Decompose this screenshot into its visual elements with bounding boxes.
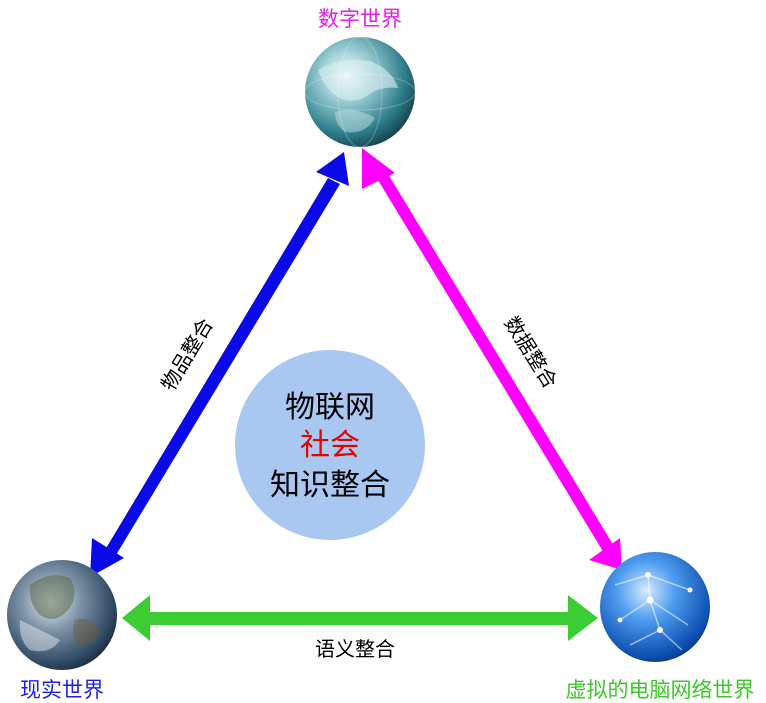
center-circle: [235, 350, 425, 540]
node-label-top: 数字世界: [318, 7, 402, 31]
arrow-head-bottom-left: [122, 595, 150, 641]
arrow-shaft-right: [378, 174, 617, 558]
network-globe-icon: [600, 552, 710, 662]
arrow-shaft-bottom: [150, 612, 568, 625]
edge-arrow-bottom: [122, 595, 598, 641]
arrow-head-right-top: [362, 148, 395, 189]
arrow-head-left-top: [316, 152, 349, 186]
center-line-2: 社会: [300, 428, 360, 463]
edge-arrow-left: [90, 152, 349, 577]
arrow-head-right-bottom: [589, 538, 622, 570]
arrow-shaft-left: [102, 178, 340, 560]
node-label-left: 现实世界: [20, 678, 104, 702]
center-line-1: 物联网: [285, 390, 375, 425]
node-label-right: 虚拟的电脑网络世界: [566, 678, 755, 702]
center-line-3: 知识整合: [270, 468, 390, 503]
edge-label-bottom: 语义整合: [315, 637, 395, 661]
globe-grid-icon: [304, 36, 416, 148]
edge-arrow-right: [362, 148, 622, 570]
arrow-head-left-bottom: [90, 538, 124, 577]
arrow-head-bottom-right: [568, 595, 598, 641]
earth-photo-icon: [7, 560, 117, 670]
